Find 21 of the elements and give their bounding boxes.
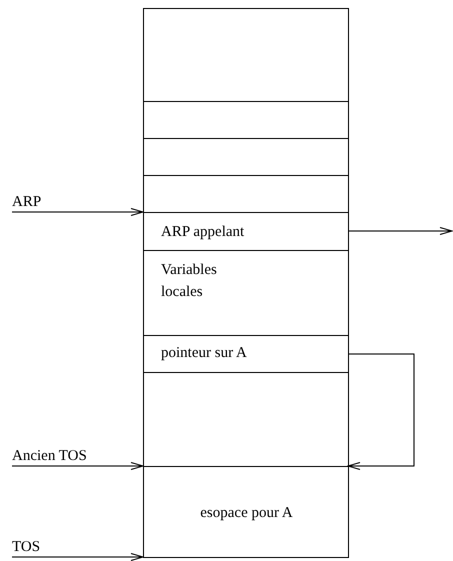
stack-frame	[143, 8, 349, 102]
stack-frame	[143, 372, 349, 467]
stack-frame	[143, 175, 349, 213]
arrow	[348, 227, 452, 235]
pointer-label: TOS	[12, 537, 40, 557]
stack-frame	[143, 101, 349, 139]
stack-frame	[143, 138, 349, 176]
arrow	[12, 208, 144, 216]
stack-frame	[143, 466, 349, 558]
pointer-label: ARP	[12, 192, 42, 212]
stack-frame	[143, 335, 349, 373]
arrow	[12, 462, 144, 470]
frame-label: ARP appelant	[161, 223, 246, 242]
frame-label: esopace pour A	[199, 504, 294, 523]
stack-frame	[143, 250, 349, 336]
arrow	[348, 354, 414, 470]
arrow	[12, 553, 144, 561]
frame-label: Variables locales	[161, 261, 218, 302]
pointer-label: Ancien TOS	[12, 446, 87, 466]
stack-frame	[143, 212, 349, 251]
frame-label: pointeur sur A	[161, 344, 248, 363]
